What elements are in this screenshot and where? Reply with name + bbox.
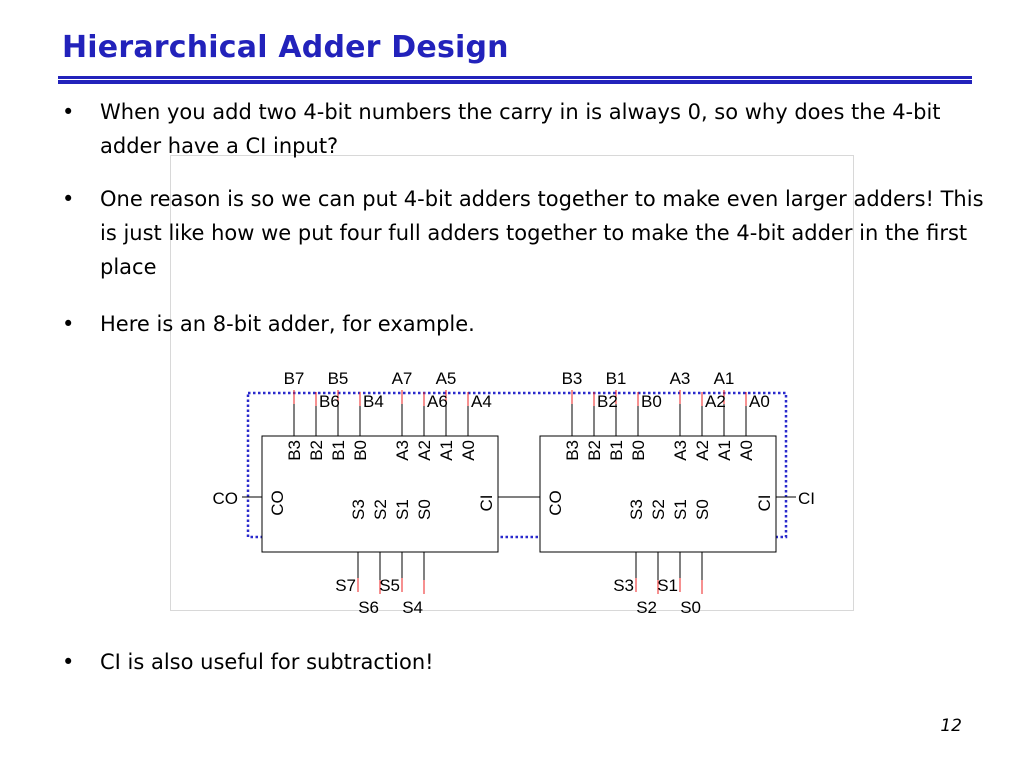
input-label-upper: B3 [562, 369, 583, 388]
top-pin-label: B0 [351, 440, 370, 461]
bullet-marker: • [62, 312, 75, 336]
top-pin-label: A1 [715, 440, 734, 461]
sum-pin-label: S0 [415, 499, 434, 520]
input-label-upper: A7 [392, 369, 413, 388]
input-label-upper: A5 [436, 369, 457, 388]
carry-out-pin: CO [268, 490, 287, 516]
sum-pin-label: S1 [393, 499, 412, 520]
input-label-upper: B7 [284, 369, 305, 388]
top-pin-label: A0 [737, 440, 756, 461]
sum-pin-label: S0 [693, 499, 712, 520]
input-label-lower: A2 [705, 392, 726, 411]
top-pin-label: B2 [585, 440, 604, 461]
sum-pin-label: S2 [371, 499, 390, 520]
dashed-outline [246, 391, 788, 539]
top-pin-label: A3 [393, 440, 412, 461]
top-pin-label: A2 [415, 440, 434, 461]
top-pin-label: A2 [693, 440, 712, 461]
outer-carry-out-label: CO [213, 489, 239, 508]
input-label-upper: B1 [606, 369, 627, 388]
bullet-text-3: Here is an 8-bit adder, for example. [100, 312, 475, 336]
sum-label-upper: S5 [379, 576, 400, 595]
input-label-lower: A6 [427, 392, 448, 411]
sum-label-upper: S1 [657, 576, 678, 595]
top-pin-label: B0 [629, 440, 648, 461]
input-label-upper: A1 [714, 369, 735, 388]
bullet-marker: • [62, 187, 75, 211]
top-pin-label: B1 [329, 440, 348, 461]
sum-pin-label: S2 [649, 499, 668, 520]
slide-title: Hierarchical Adder Design [62, 30, 509, 65]
top-pin-label: A0 [459, 440, 478, 461]
top-pin-label: A3 [671, 440, 690, 461]
bullet-text-4: CI is also useful for subtraction! [100, 650, 434, 674]
bullet-text-2: One reason is so we can put 4-bit adders… [100, 187, 984, 279]
input-label-lower: B0 [641, 392, 662, 411]
sum-label-lower: S6 [358, 598, 379, 617]
sum-label-lower: S4 [402, 598, 423, 617]
diagram-frame [170, 155, 854, 611]
adder-block-2 [539, 435, 777, 553]
sum-pin-label: S3 [627, 499, 646, 520]
bullet-text-1: When you add two 4-bit numbers the carry… [100, 100, 941, 158]
bullet-marker: • [62, 100, 75, 124]
sum-label-upper: S7 [335, 576, 356, 595]
input-label-lower: B2 [597, 392, 618, 411]
input-label-lower: B6 [319, 392, 340, 411]
bullet-marker: • [62, 650, 75, 674]
top-pin-label: B3 [285, 440, 304, 461]
input-label-lower: A4 [471, 392, 492, 411]
carry-in-pin: CI [755, 495, 774, 512]
top-pin-label: B3 [563, 440, 582, 461]
top-pin-label: A1 [437, 440, 456, 461]
title-underline [58, 76, 972, 84]
input-label-upper: B5 [328, 369, 349, 388]
top-pin-label: B2 [307, 440, 326, 461]
page-number: 12 [940, 716, 962, 736]
top-pin-label: B1 [607, 440, 626, 461]
adder-block-1 [261, 435, 499, 553]
input-label-lower: B4 [363, 392, 384, 411]
carry-in-pin: CI [477, 495, 496, 512]
sum-pin-label: S3 [349, 499, 368, 520]
sum-label-lower: S2 [636, 598, 657, 617]
sum-pin-label: S1 [671, 499, 690, 520]
sum-label-lower: S0 [680, 598, 701, 617]
input-label-lower: A0 [749, 392, 770, 411]
input-label-upper: A3 [670, 369, 691, 388]
carry-out-pin: CO [546, 490, 565, 516]
outer-carry-in-label: CI [798, 489, 815, 508]
sum-label-upper: S3 [613, 576, 634, 595]
